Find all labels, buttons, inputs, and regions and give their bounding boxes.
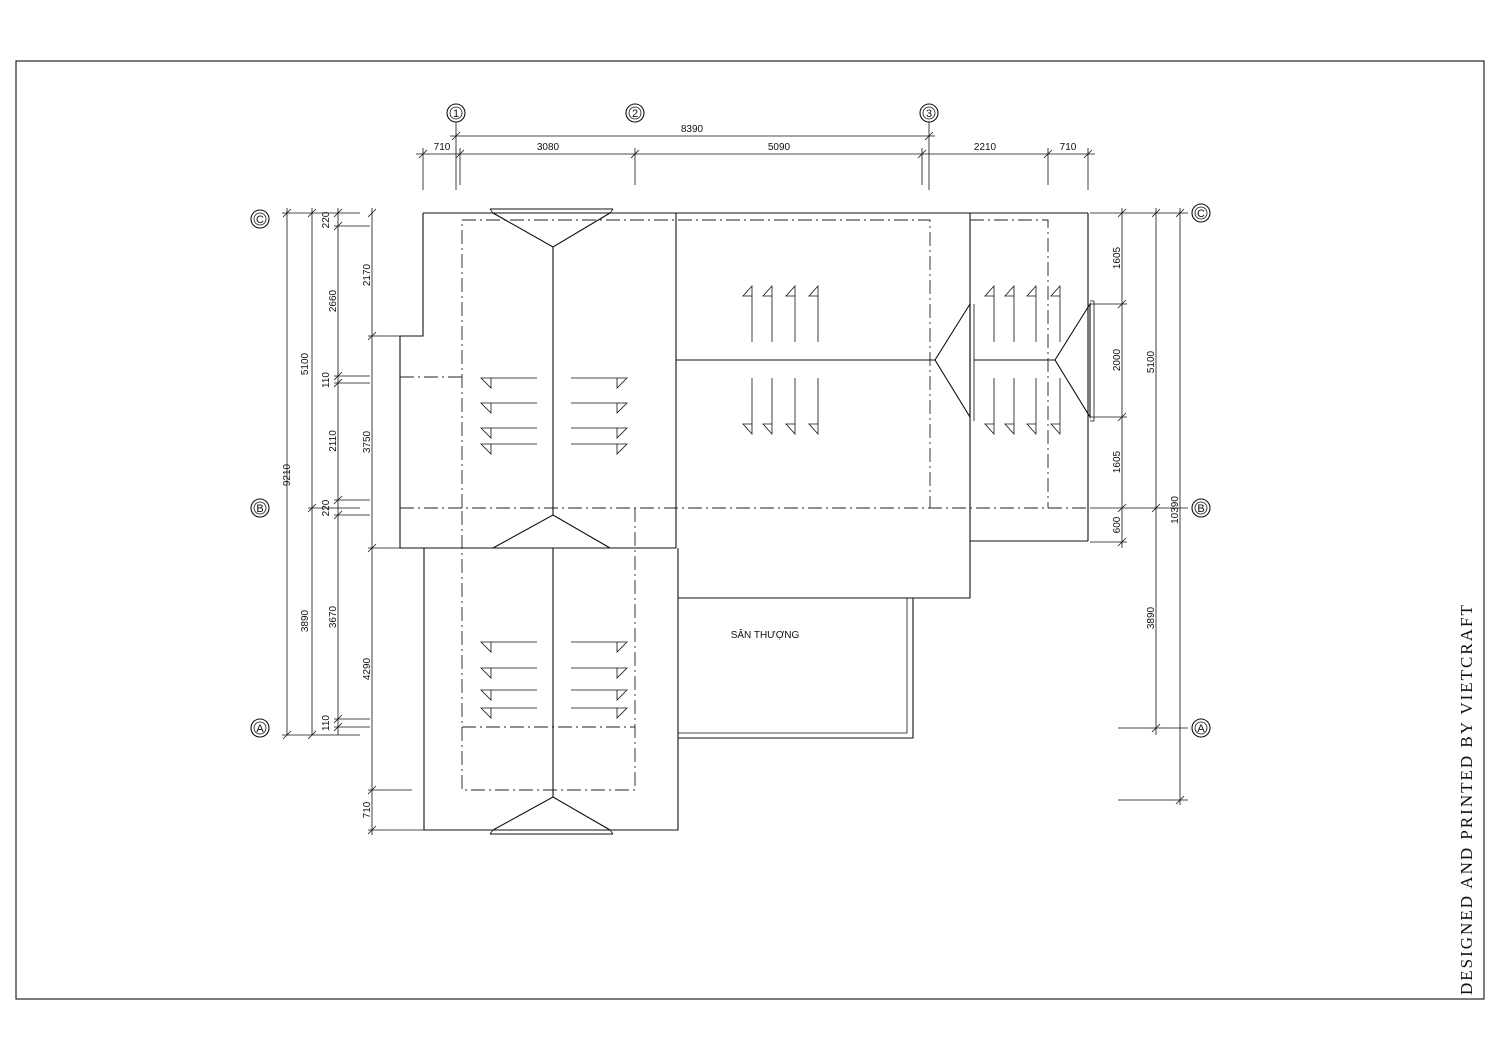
svg-text:2170: 2170 [362, 263, 373, 286]
svg-text:2000: 2000 [1112, 348, 1123, 371]
grid-bubble-col-3: 3 [919, 103, 939, 190]
svg-text:3670: 3670 [328, 605, 339, 628]
svg-text:5090: 5090 [768, 142, 791, 153]
slope-arrows-lower-left [480, 641, 628, 719]
svg-text:3890: 3890 [300, 609, 311, 632]
svg-text:710: 710 [434, 142, 451, 153]
svg-text:B: B [1197, 503, 1204, 515]
dimension-right-chains: 1605 2000 1605 600 5100 3890 10390 [1090, 208, 1188, 805]
grid-bubble-row-b-right: B [1191, 498, 1211, 518]
svg-text:1605: 1605 [1112, 450, 1123, 473]
svg-text:B: B [256, 503, 263, 515]
grid-bubble-col-2: 2 [625, 103, 645, 123]
dimension-top-overall: 8390 [450, 124, 935, 141]
grid-bubble-row-c-right: C [1191, 203, 1211, 223]
svg-text:C: C [256, 214, 264, 226]
roof-outline [399, 212, 1089, 831]
credit-text: DESIGNED AND PRINTED BY VIETCRAFT [1457, 603, 1476, 995]
svg-text:220: 220 [321, 211, 332, 228]
svg-text:9210: 9210 [282, 463, 293, 486]
svg-text:8390: 8390 [681, 124, 704, 135]
svg-text:C: C [1197, 208, 1205, 220]
svg-text:110: 110 [321, 715, 332, 731]
slope-arrows-upper-left [480, 377, 628, 455]
grid-bubble-row-a-right: A [1191, 718, 1211, 738]
svg-text:5100: 5100 [1146, 350, 1157, 373]
svg-text:2660: 2660 [328, 289, 339, 312]
grid-bubble-row-c-left: C [250, 209, 270, 229]
svg-text:710: 710 [362, 801, 373, 818]
svg-text:3750: 3750 [362, 430, 373, 453]
svg-text:10390: 10390 [1170, 496, 1181, 524]
roof-ridges [489, 208, 1095, 835]
slope-arrows-middle [742, 284, 819, 436]
dimension-top-segments: 710 3080 5090 2210 710 [416, 142, 1095, 190]
svg-text:220: 220 [321, 499, 332, 516]
sheet-border [15, 60, 1485, 1000]
svg-text:2: 2 [632, 108, 638, 120]
svg-text:3: 3 [926, 108, 932, 120]
svg-text:3080: 3080 [537, 142, 560, 153]
dimension-left-chains: 9210 5100 3890 220 2660 110 2110 220 367… [282, 208, 424, 835]
grid-bubble-row-a-left: A [250, 718, 270, 738]
svg-text:1: 1 [453, 108, 459, 120]
svg-text:110: 110 [321, 372, 332, 388]
grid-bubble-row-b-left: B [250, 498, 270, 518]
slope-arrows-right [984, 284, 1061, 436]
grid-bubble-col-1: 1 [446, 103, 466, 190]
svg-text:710: 710 [1060, 142, 1077, 153]
svg-text:A: A [1197, 723, 1205, 735]
svg-text:600: 600 [1112, 516, 1123, 533]
svg-text:1605: 1605 [1112, 246, 1123, 269]
terrace-label: SÂN THƯỢNG [731, 628, 800, 641]
svg-text:5100: 5100 [300, 352, 311, 375]
svg-text:2110: 2110 [328, 430, 339, 452]
svg-text:4290: 4290 [362, 657, 373, 680]
svg-text:A: A [256, 723, 264, 735]
svg-text:2210: 2210 [974, 142, 997, 153]
wall-centerlines [400, 219, 1088, 791]
svg-text:3890: 3890 [1146, 606, 1157, 629]
